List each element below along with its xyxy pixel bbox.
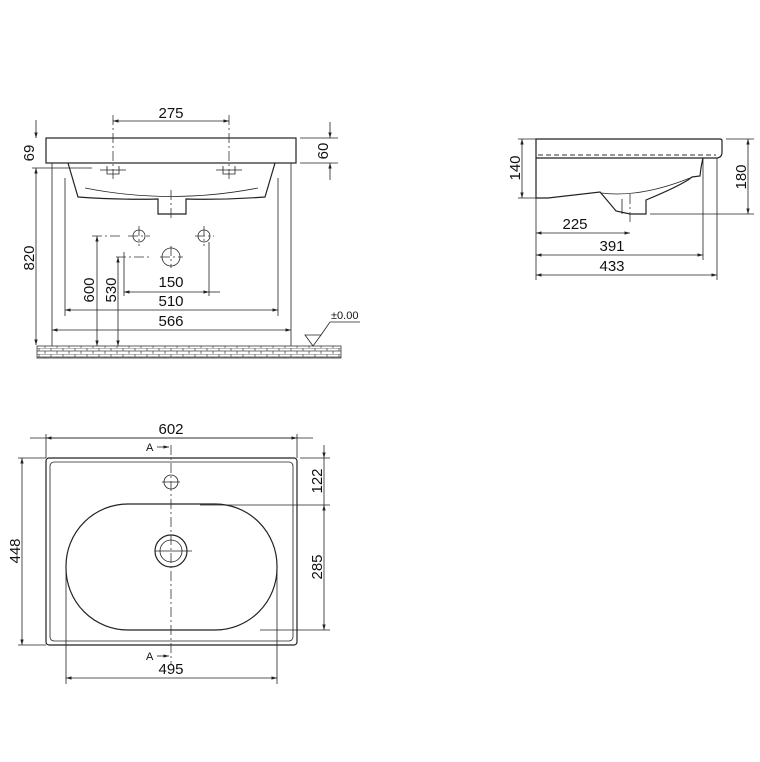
dim-150: 150	[158, 274, 183, 291]
section-mark-bottom: A	[146, 651, 154, 663]
dim-495: 495	[158, 661, 183, 678]
floor-hatch	[36, 345, 342, 359]
dim-275: 275	[158, 105, 183, 122]
floor-level-label: ±0.00	[331, 310, 358, 322]
dim-433: 433	[599, 258, 624, 275]
section-mark-top: A	[146, 442, 154, 454]
dim-391: 391	[599, 238, 624, 255]
dim-140: 140	[507, 155, 524, 180]
dim-69: 69	[21, 145, 38, 162]
countertop-outline	[45, 137, 297, 164]
tap-holes-section	[100, 166, 242, 175]
dim-820: 820	[21, 245, 38, 270]
top-view: A A 602 448 122 285 495	[7, 421, 330, 684]
dim-600: 600	[81, 277, 98, 302]
dim-180: 180	[733, 164, 750, 189]
basin-inner-line	[84, 187, 259, 197]
dim-225: 225	[562, 216, 587, 233]
dim-60: 60	[315, 143, 332, 160]
level-marker-icon	[304, 321, 360, 347]
side-view: 140 180 225 391 433	[507, 138, 754, 280]
top-outline	[45, 457, 298, 646]
dim-530: 530	[103, 277, 120, 302]
basin-profile	[67, 162, 276, 215]
dim-122: 122	[309, 468, 326, 493]
dim-566: 566	[158, 313, 183, 330]
dim-510: 510	[158, 293, 183, 310]
side-basin-profile	[535, 157, 704, 215]
dim-448: 448	[7, 538, 24, 563]
front-view: 275 69 820 60 600 530 150 510 566 ±0.00	[21, 105, 360, 359]
dim-602: 602	[158, 421, 183, 438]
side-countertop	[535, 138, 723, 159]
dim-285: 285	[309, 554, 326, 579]
